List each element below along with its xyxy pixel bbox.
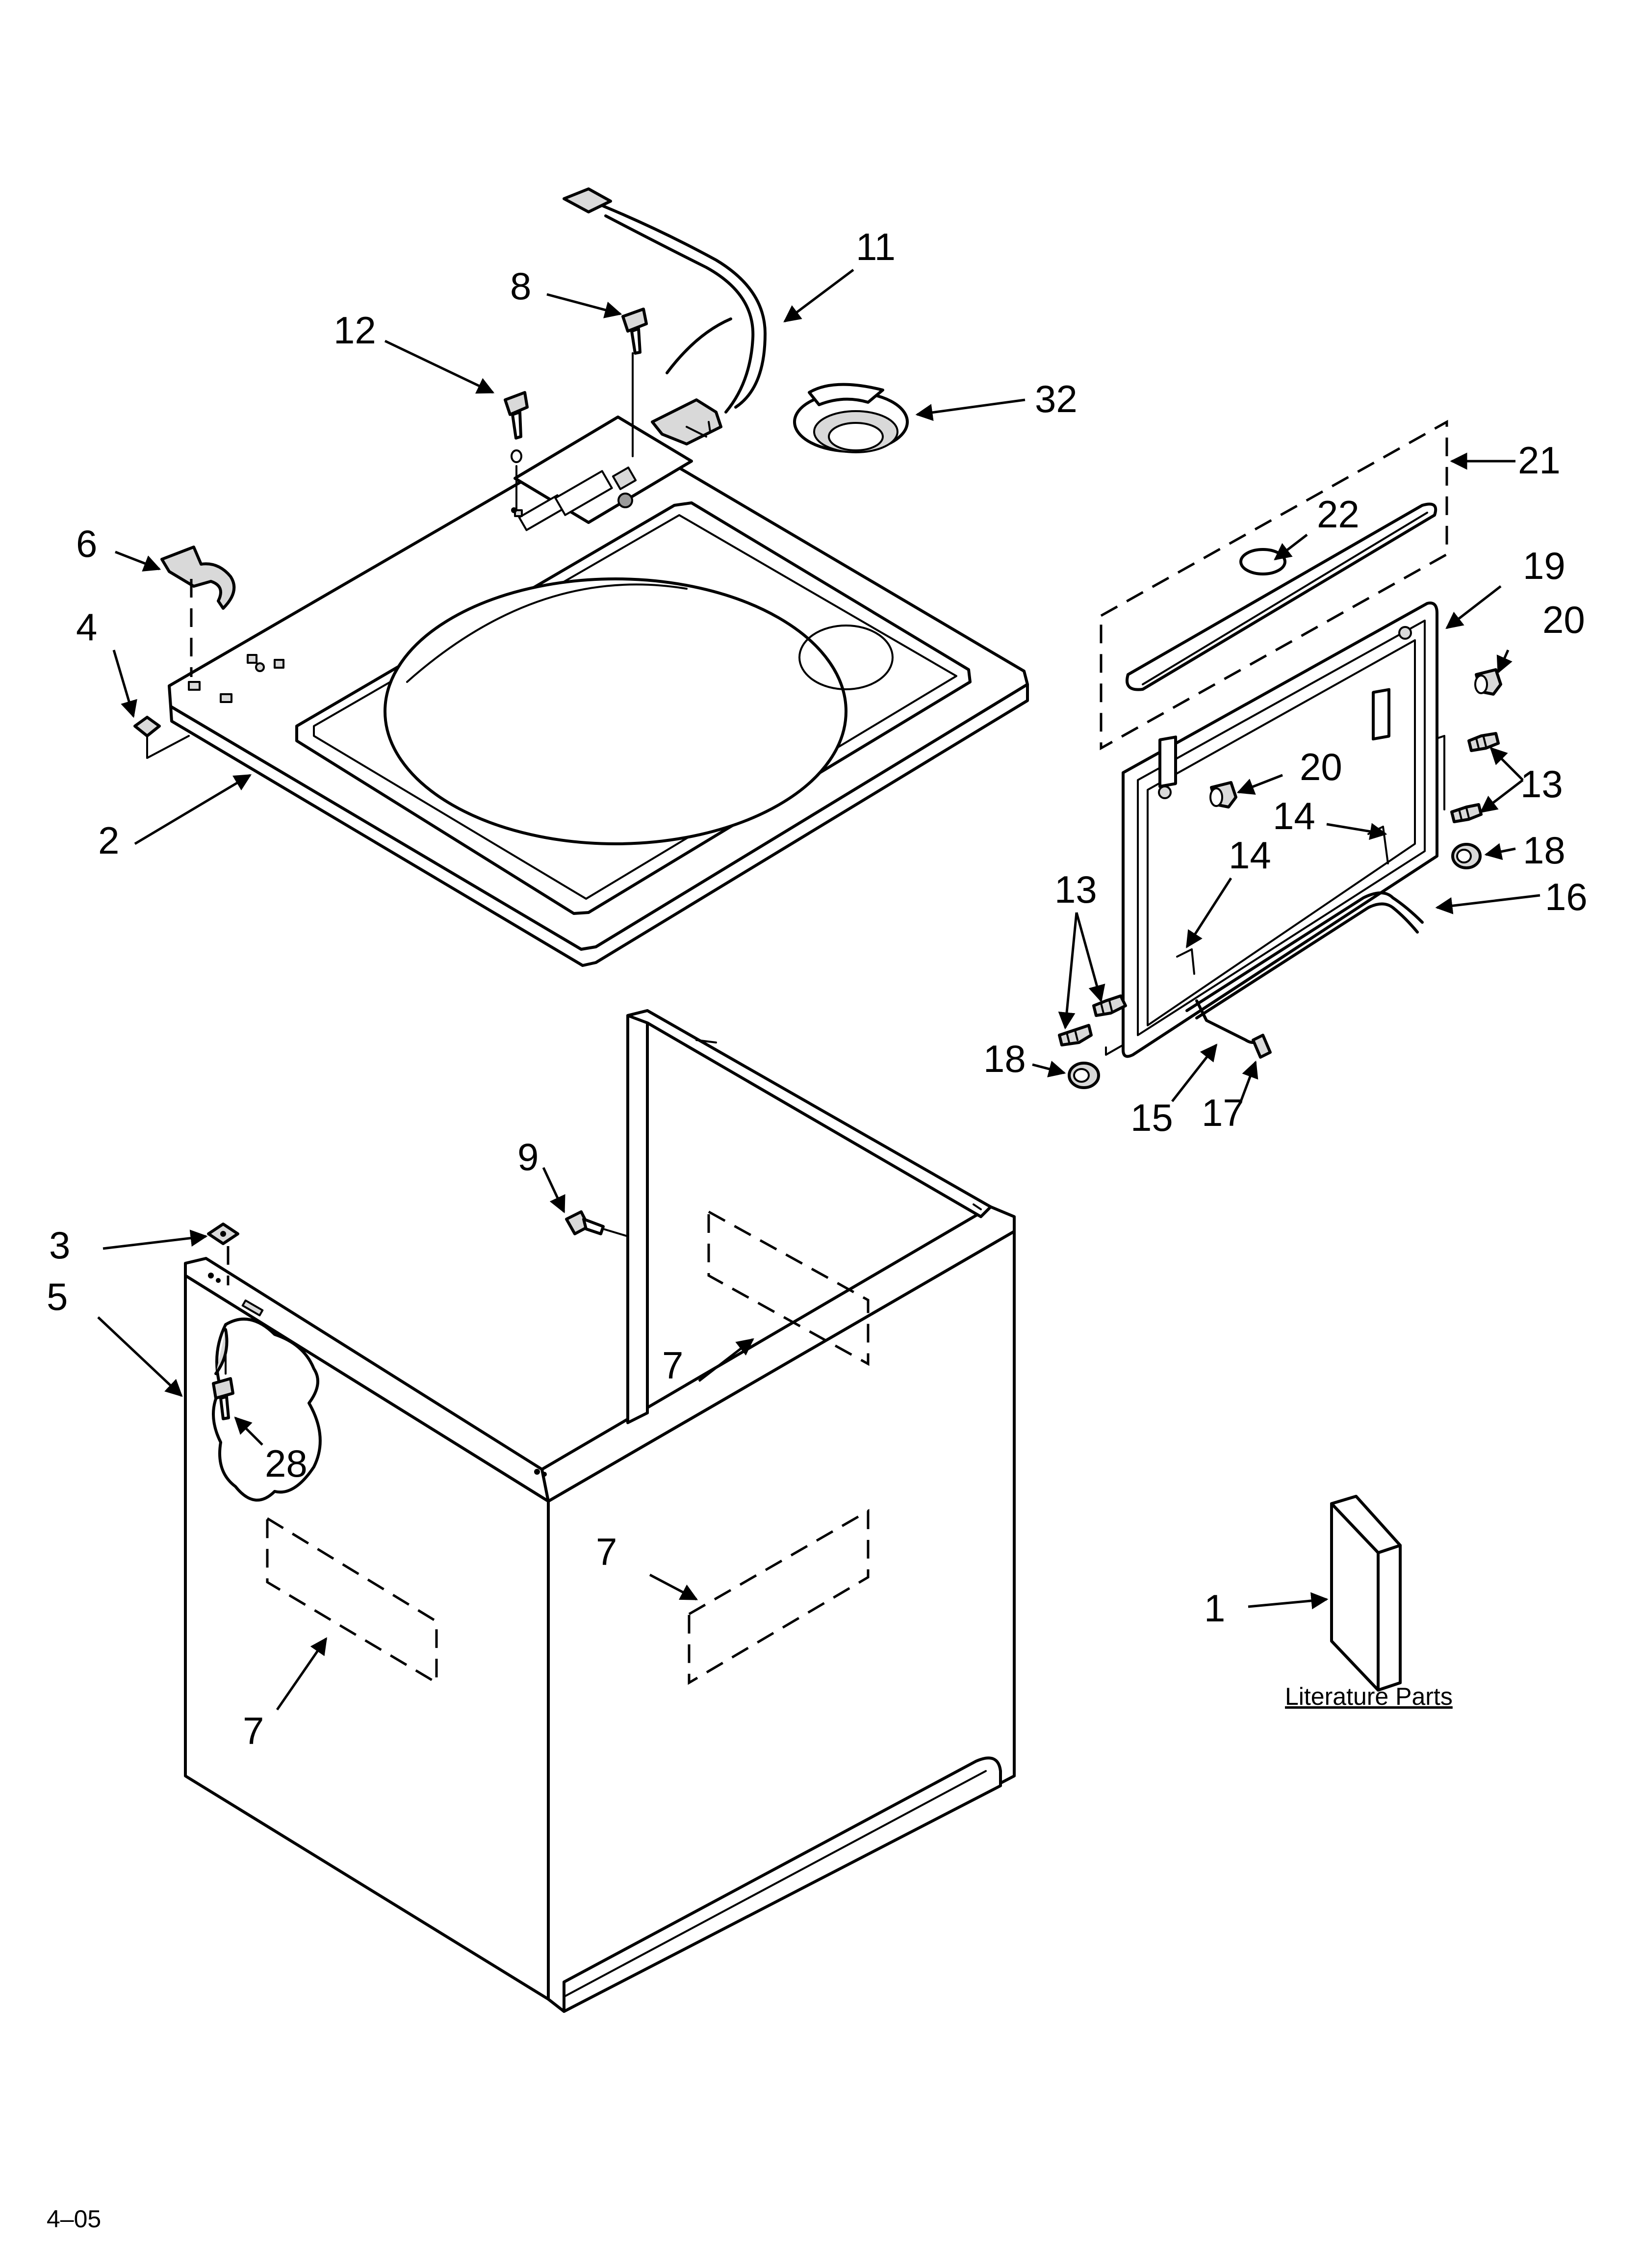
callout-22: 22 — [1317, 493, 1360, 536]
dispenser-seal — [793, 383, 909, 453]
callout-21: 21 — [1518, 439, 1561, 482]
screw-13-right-a — [1467, 732, 1500, 752]
callout-15: 15 — [1130, 1096, 1173, 1139]
callout-20b: 20 — [1300, 745, 1342, 788]
callout-3: 3 — [49, 1224, 70, 1267]
lid-bumper-top — [1474, 668, 1502, 696]
cabinet-cutaway — [212, 1317, 322, 1502]
hinge-bracket-left — [1158, 735, 1195, 975]
clip-3 — [207, 1223, 239, 1245]
screw-13-left-b — [1058, 1024, 1093, 1046]
label-area-front — [688, 1509, 870, 1685]
label-area-rear — [707, 1209, 870, 1366]
callout-7b: 7 — [596, 1530, 617, 1573]
screw-8 — [621, 308, 648, 355]
lid-clip — [160, 546, 236, 610]
callout-9: 9 — [517, 1135, 539, 1178]
leader-lines — [97, 269, 1540, 1711]
callout-19: 19 — [1523, 544, 1565, 587]
callout-18a: 18 — [1523, 829, 1565, 872]
callout-14b: 14 — [1229, 834, 1271, 877]
screw-28 — [212, 1377, 234, 1420]
callout-20a: 20 — [1542, 598, 1585, 641]
screw-12 — [504, 391, 529, 513]
callout-13b: 13 — [1054, 868, 1097, 911]
screw-13-right-b — [1450, 803, 1483, 823]
screw-9 — [565, 1210, 605, 1235]
lid-trim-strip — [1126, 502, 1437, 691]
callout-1: 1 — [1204, 1587, 1225, 1630]
callout-18b: 18 — [983, 1037, 1026, 1080]
callout-16: 16 — [1545, 875, 1588, 918]
literature-booklet — [1330, 1495, 1402, 1692]
callout-32: 32 — [1035, 377, 1078, 420]
callout-11: 11 — [856, 225, 896, 268]
revision-code: 4–05 — [47, 2205, 101, 2233]
top-panel — [168, 416, 1029, 967]
wiring-harness — [563, 187, 767, 445]
nut-18-right — [1451, 843, 1482, 869]
callout-labels: 1 2 3 4 5 6 7 7 7 8 9 11 12 13 13 14 14 … — [47, 225, 1588, 1752]
screw-13-left-a — [1092, 994, 1127, 1017]
callout-17: 17 — [1202, 1091, 1244, 1134]
callout-7a: 7 — [662, 1344, 683, 1387]
lid-bumper-mid — [1209, 781, 1237, 808]
literature-parts-label: Literature Parts — [1285, 1683, 1453, 1710]
callout-13a: 13 — [1520, 762, 1563, 806]
callout-14a: 14 — [1273, 794, 1315, 837]
callout-12: 12 — [334, 309, 376, 352]
label-area-left — [266, 1516, 438, 1685]
callout-8: 8 — [510, 264, 531, 308]
callout-2: 2 — [98, 819, 119, 862]
nut-18-left — [1068, 1062, 1100, 1089]
callout-5: 5 — [47, 1275, 68, 1318]
small-clip-4 — [133, 716, 161, 752]
callout-4: 4 — [76, 605, 97, 649]
cabinet — [184, 1009, 1016, 2013]
lid-hinge-rod — [1185, 891, 1424, 1059]
callout-28: 28 — [265, 1442, 308, 1485]
callout-7c: 7 — [243, 1709, 264, 1752]
callout-6: 6 — [76, 522, 97, 565]
